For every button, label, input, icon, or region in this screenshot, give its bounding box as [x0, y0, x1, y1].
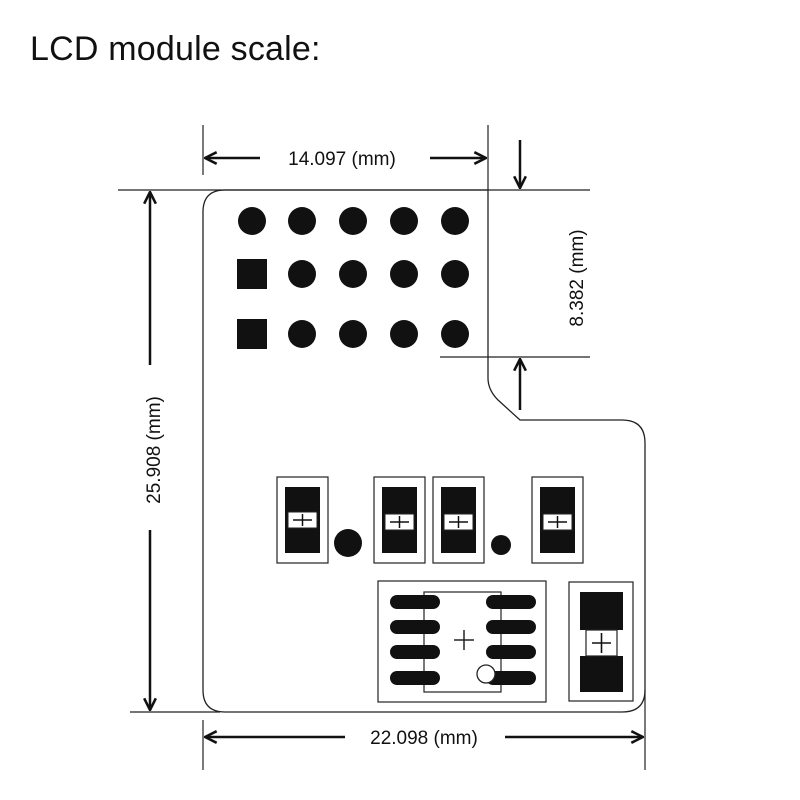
smd-component — [531, 476, 584, 564]
connector-pad-grid — [237, 207, 469, 349]
pad — [441, 260, 469, 288]
dimension-top-width-label: 14.097 (mm) — [288, 149, 396, 170]
dimension-total-height-label: 25.908 (mm) — [144, 396, 165, 504]
ic-pin — [390, 645, 440, 659]
ic-pin — [390, 620, 440, 634]
pad — [288, 207, 316, 235]
dimension-notch-height: 8.382 (mm) — [520, 140, 588, 410]
capacitor-footprint — [568, 581, 634, 702]
pad — [390, 207, 418, 235]
pad — [390, 260, 418, 288]
pad — [288, 260, 316, 288]
ic-pin — [486, 671, 536, 685]
ic-pin — [390, 671, 440, 685]
ic-pin — [486, 620, 536, 634]
ic-footprint — [377, 580, 547, 703]
dimension-total-width: 22.098 (mm) — [205, 728, 643, 749]
pad — [441, 320, 469, 348]
ic-pin — [486, 595, 536, 609]
pad — [390, 320, 418, 348]
pin1-marker — [476, 664, 496, 684]
smd-component — [276, 476, 329, 564]
square-pad — [237, 259, 267, 289]
smd-component — [432, 476, 485, 564]
pad — [441, 207, 469, 235]
ic-pin — [486, 645, 536, 659]
dimension-total-width-label: 22.098 (mm) — [370, 728, 478, 749]
extension-lines — [118, 125, 646, 770]
square-pad — [237, 319, 267, 349]
fiducial-dot — [491, 535, 511, 555]
pad — [339, 260, 367, 288]
dimension-notch-height-label: 8.382 (mm) — [567, 229, 588, 326]
page-title: LCD module scale: — [30, 30, 321, 68]
smd-component — [373, 476, 426, 564]
board-outline — [202, 189, 646, 713]
fiducial-dot — [334, 529, 362, 557]
pad — [339, 207, 367, 235]
pad — [238, 207, 266, 235]
pad — [339, 320, 367, 348]
ic-pin — [390, 595, 440, 609]
pad — [288, 320, 316, 348]
dimension-total-height: 25.908 (mm) — [144, 192, 165, 710]
dimension-top-width: 14.097 (mm) — [205, 149, 486, 170]
